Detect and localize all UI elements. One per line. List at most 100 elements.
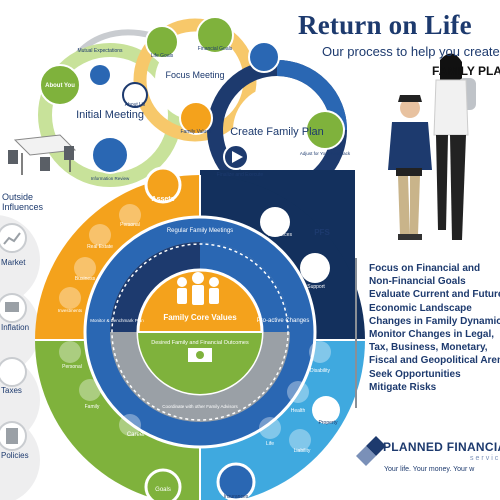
- insurances-bubble: [216, 462, 256, 500]
- focus-item: Non-Financial Goals: [369, 276, 466, 288]
- resources-icon: [260, 207, 290, 237]
- focus-divider: [355, 258, 357, 408]
- focus-item: Fiscal and Geopolitical Aren: [369, 355, 500, 367]
- business-icon: [74, 257, 96, 279]
- information-review-bubble: [91, 136, 129, 174]
- support-label: Support: [307, 284, 325, 290]
- focus-item: Tax, Business, Monetary,: [369, 342, 488, 354]
- focus-item: Focus on Financial and: [369, 263, 481, 274]
- focus-item: Monitor Changes in Legal,: [369, 329, 495, 341]
- family-values-bubble: [179, 101, 213, 135]
- focus-list: Focus on Financial and Non-Financial Goa…: [369, 262, 500, 394]
- family-core-icon: [177, 272, 219, 305]
- initial-meeting-ring: [38, 43, 182, 187]
- support-icon: [300, 253, 330, 283]
- page-subtitle-emphasis: FAMILY PLA: [432, 64, 500, 78]
- focus-item: Evaluate Current and Future: [369, 289, 500, 301]
- outside-item-policies: Policies: [1, 451, 29, 460]
- disability-label: Disability: [310, 368, 331, 374]
- outside-item-market: Market: [1, 258, 26, 267]
- disability-icon: [309, 341, 331, 363]
- market-icon: [0, 223, 27, 253]
- monitor-benchmark-label: Monitor & Benchmark Plan: [90, 318, 144, 323]
- planned-financial-logo-icon: [356, 436, 386, 466]
- business-label: Business: [75, 276, 96, 282]
- personal-top-icon: [119, 204, 141, 226]
- regular-meetings-label: Regular Family Meetings: [167, 228, 233, 234]
- mutual-expectations-label: Mutual Expectations: [77, 48, 123, 54]
- health-label: Health: [291, 408, 306, 414]
- investments-icon: [59, 287, 81, 309]
- about-you-bubble: [39, 64, 81, 106]
- assets-label: Assets: [152, 196, 175, 203]
- play-icon: [232, 151, 243, 163]
- page-subtitle: Our process to help you create yo: [322, 44, 500, 59]
- brand-tagline: Your life. Your money. Your w: [384, 466, 475, 473]
- health-icon: [287, 381, 309, 403]
- outside-item-inflation: Inflation: [1, 323, 29, 332]
- proactive-changes-label: Pro-active Changes: [257, 318, 310, 324]
- real-estate-icon: [89, 224, 111, 246]
- about-you-label: About You: [45, 83, 75, 89]
- core-values-label: Family Core Values: [163, 313, 237, 322]
- life-goals-bubble: [145, 25, 179, 59]
- outcomes-label: Desired Family and Financial Outcomes: [151, 340, 249, 346]
- outcomes-half: [138, 332, 262, 394]
- coordinate-label: Coordinate with other Family Advisors: [162, 404, 238, 409]
- outside-heading-line1: Outside: [2, 192, 34, 202]
- finalize-label: Finalize and Execute: [217, 172, 264, 178]
- family-label: Family: [85, 404, 100, 410]
- focus-item: Mitigate Risks: [369, 381, 437, 393]
- personal-bottom-icon: [59, 341, 81, 363]
- create-plan-core: [233, 86, 321, 174]
- about-us-bubble: [122, 82, 148, 108]
- meeting-table-illustration: [8, 134, 77, 175]
- life-goals-label: Life Goals: [151, 53, 174, 59]
- liability-label: Liability: [294, 448, 311, 454]
- life-label: Life: [266, 441, 274, 447]
- brand-sub: service: [470, 455, 500, 462]
- financial-goals-bubble: [196, 16, 234, 54]
- career-label: Career: [127, 432, 145, 438]
- property-label: Property: [319, 420, 338, 426]
- assets-bubble: [144, 166, 182, 204]
- family-values-label: Family Values: [180, 129, 212, 135]
- outside-influences-heading: Outside Influences: [2, 192, 43, 212]
- personal-top-label: Personal: [120, 222, 140, 228]
- focus-item: Changes in Family Dynamic: [369, 315, 500, 327]
- information-review-label: Information Review: [91, 176, 130, 181]
- life-icon: [259, 417, 281, 439]
- review-plan-bubble: [248, 41, 280, 73]
- couple-illustration: [388, 53, 476, 240]
- resources-label: Resources: [268, 232, 292, 238]
- adjust-feedback-label: Adjust for Your Feedback: [300, 151, 351, 156]
- pfs-label: PFS: [314, 228, 330, 237]
- brand-name: PLANNED FINANCIA: [383, 440, 500, 454]
- about-us-label: About Us: [125, 102, 146, 108]
- property-icon: [312, 396, 340, 424]
- goals-bubble: [144, 468, 182, 500]
- outside-heading-line2: Influences: [2, 202, 44, 212]
- page-title: Return on Life: [298, 10, 472, 40]
- personal-bottom-label: Personal: [62, 364, 82, 370]
- liability-icon: [289, 429, 311, 451]
- goals-label: Goals: [155, 487, 171, 493]
- focus-item: Seek Opportunities: [369, 368, 461, 380]
- create-plan-label: Create Family Plan: [230, 126, 324, 138]
- outside-item-taxes: Taxes: [1, 386, 22, 395]
- financial-goals-label: Financial Goals: [198, 46, 233, 52]
- taxes-icon: [0, 357, 27, 387]
- handshake-bubble: [90, 65, 110, 85]
- review-plan-label: Review Plan: [251, 72, 277, 77]
- focus-meeting-label: Focus Meeting: [165, 70, 224, 80]
- adjust-feedback-bubble: [305, 110, 345, 150]
- investments-label: Investments: [58, 308, 83, 313]
- family-icon: [79, 379, 101, 401]
- real-estate-label: Real Estate: [87, 244, 113, 250]
- insurances-label: Insurances: [224, 494, 249, 500]
- career-icon: [119, 414, 141, 436]
- initial-meeting-label: Initial Meeting: [76, 109, 144, 121]
- focus-item: Economic Landscape: [369, 302, 472, 314]
